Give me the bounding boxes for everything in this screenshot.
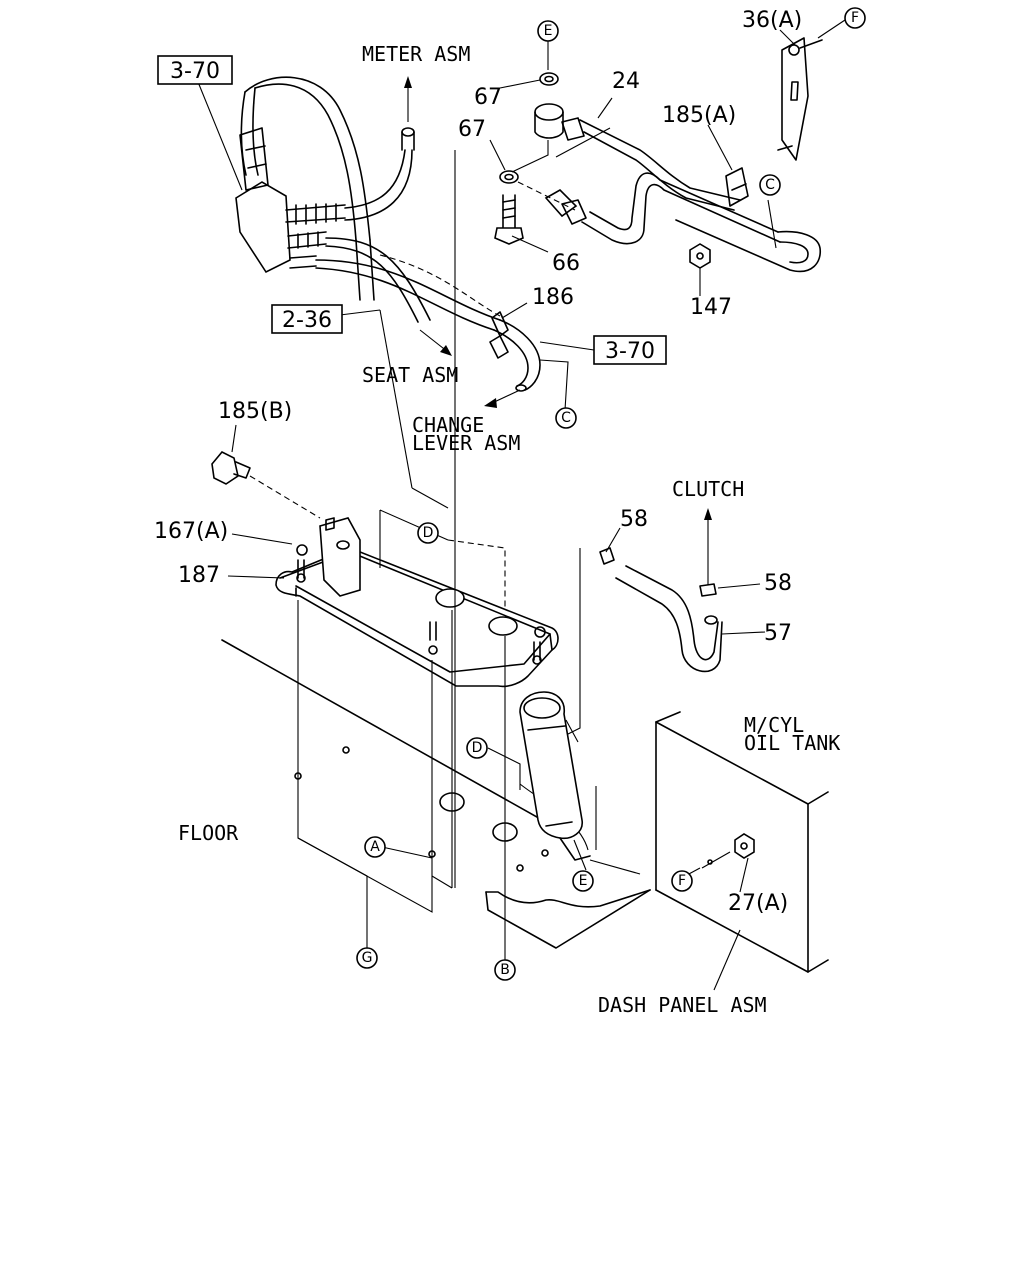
bracket-plate [211,451,559,688]
floor-section [221,150,651,960]
part-67-lower: 67 [458,117,486,142]
label-clutch: CLUTCH [672,477,744,501]
label-change: CHANGE [412,413,484,437]
clutch-hose [519,547,755,869]
label-mcyl: M/CYL [744,713,804,737]
part-27a: 27(A) [728,891,788,916]
circle-e-low: E [579,873,588,889]
part-186: 186 [532,285,574,310]
label-floor: FLOOR [178,821,239,845]
circle-d-lower: D [472,740,483,756]
ref-2-36: 2-36 [282,308,332,333]
label-seat-asm: SEAT ASM [362,363,458,387]
label-dash-panel-asm: DASH PANEL ASM [598,993,767,1017]
circle-e-top: E [544,23,553,39]
part-66: 66 [552,251,580,276]
part-24: 24 [612,69,640,94]
text-labels: METER ASM SEAT ASM CHANGE LEVER ASM CLUT… [178,42,840,1017]
part-numbers: 36(A) 24 67 67 185(A) 66 147 186 185(B) … [154,8,802,916]
part-167a: 167(A) [154,519,228,544]
part-58-lower: 58 [764,571,792,596]
circle-g: G [362,950,373,966]
harness-assembly [235,76,541,392]
part-185a: 185(A) [662,103,736,128]
ref-box-2-36 [271,304,343,334]
circle-a: A [370,839,380,855]
ref-3-70-top: 3-70 [170,59,220,84]
ref-box-3-70-top [157,55,233,85]
part-36a: 36(A) [742,8,802,33]
circle-f-top: F [851,10,859,26]
part-58-upper: 58 [620,507,648,532]
ref-3-70-right: 3-70 [605,339,655,364]
part-67-upper: 67 [474,85,502,110]
pipe-assembly [494,37,823,273]
circle-c-right: C [765,177,775,193]
circle-b: B [500,962,510,978]
ref-box-3-70-right [593,335,667,365]
part-187: 187 [178,563,220,588]
part-147: 147 [690,295,732,320]
circle-c-low: C [561,410,571,426]
label-meter-asm: METER ASM [362,42,470,66]
circle-f-low: F [678,873,686,889]
part-57: 57 [764,621,792,646]
part-185b: 185(B) [218,399,292,424]
label-oil-tank: OIL TANK [744,731,840,755]
direction-arrows [404,76,712,585]
circle-d-upper: D [423,525,434,541]
boxed-references: 3-70 2-36 3-70 [157,55,667,365]
circled-letters: E F C C D D A E F G B [356,7,866,981]
label-lever-asm: LEVER ASM [412,431,520,455]
